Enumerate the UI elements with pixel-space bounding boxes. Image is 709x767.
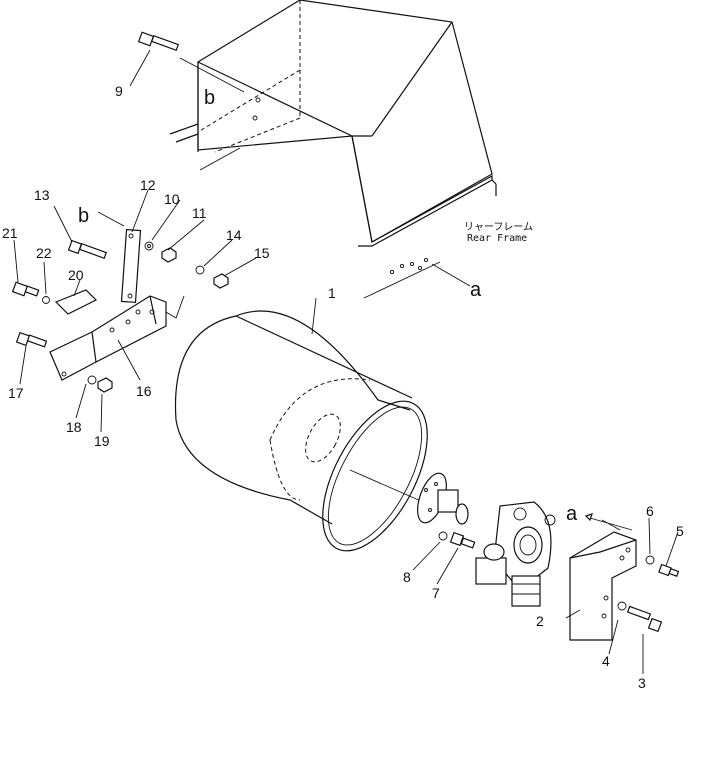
rear-frame-label-jp: リャーフレーム: [464, 221, 533, 233]
leader-lines: [13, 49, 679, 674]
bolt-3: [626, 605, 663, 633]
callout-22: 22: [36, 245, 52, 261]
callout-4: 4: [602, 653, 610, 669]
bolt-21: [11, 281, 40, 297]
motor-bracket: [569, 513, 637, 641]
callout-18: 18: [66, 419, 82, 435]
callout-9: 9: [115, 83, 123, 99]
callout-21: 21: [2, 225, 18, 241]
callout-8: 8: [403, 569, 411, 585]
callout-17: 17: [8, 385, 24, 401]
bolt-7: [449, 531, 476, 549]
rear-frame-label-en: Rear Frame: [467, 233, 527, 244]
bolt-13: [67, 239, 108, 260]
hub-shaft: [349, 469, 469, 525]
callout-3: 3: [638, 675, 646, 691]
callout-13: 13: [34, 187, 50, 203]
callout-5: 5: [676, 523, 684, 539]
callout-20: 20: [68, 267, 84, 283]
callout-15: 15: [254, 245, 270, 261]
callout-6: 6: [646, 503, 654, 519]
ref-letter-b-left: b: [78, 205, 89, 227]
callout-1: 1: [328, 285, 336, 301]
bolt-17: [15, 331, 48, 348]
bolt-5: [658, 563, 680, 577]
callout-2: 2: [536, 613, 544, 629]
washers-and-nuts: [42, 241, 655, 611]
callout-16: 16: [136, 383, 152, 399]
gear-motor: [475, 501, 556, 607]
mounting-bracket: [49, 228, 185, 381]
ref-letter-a-right: a: [470, 279, 482, 301]
ref-letter-a-bottom: a: [566, 503, 578, 525]
callout-11: 11: [192, 205, 207, 221]
callout-7: 7: [432, 585, 440, 601]
callout-12: 12: [140, 177, 156, 193]
callout-14: 14: [226, 227, 242, 243]
ref-letter-b-top: b: [204, 87, 215, 109]
drum: [174, 310, 428, 552]
rear-frame-box: [169, 0, 497, 299]
bolt-9: [137, 31, 180, 52]
callout-19: 19: [94, 433, 110, 449]
callout-10: 10: [164, 191, 180, 207]
